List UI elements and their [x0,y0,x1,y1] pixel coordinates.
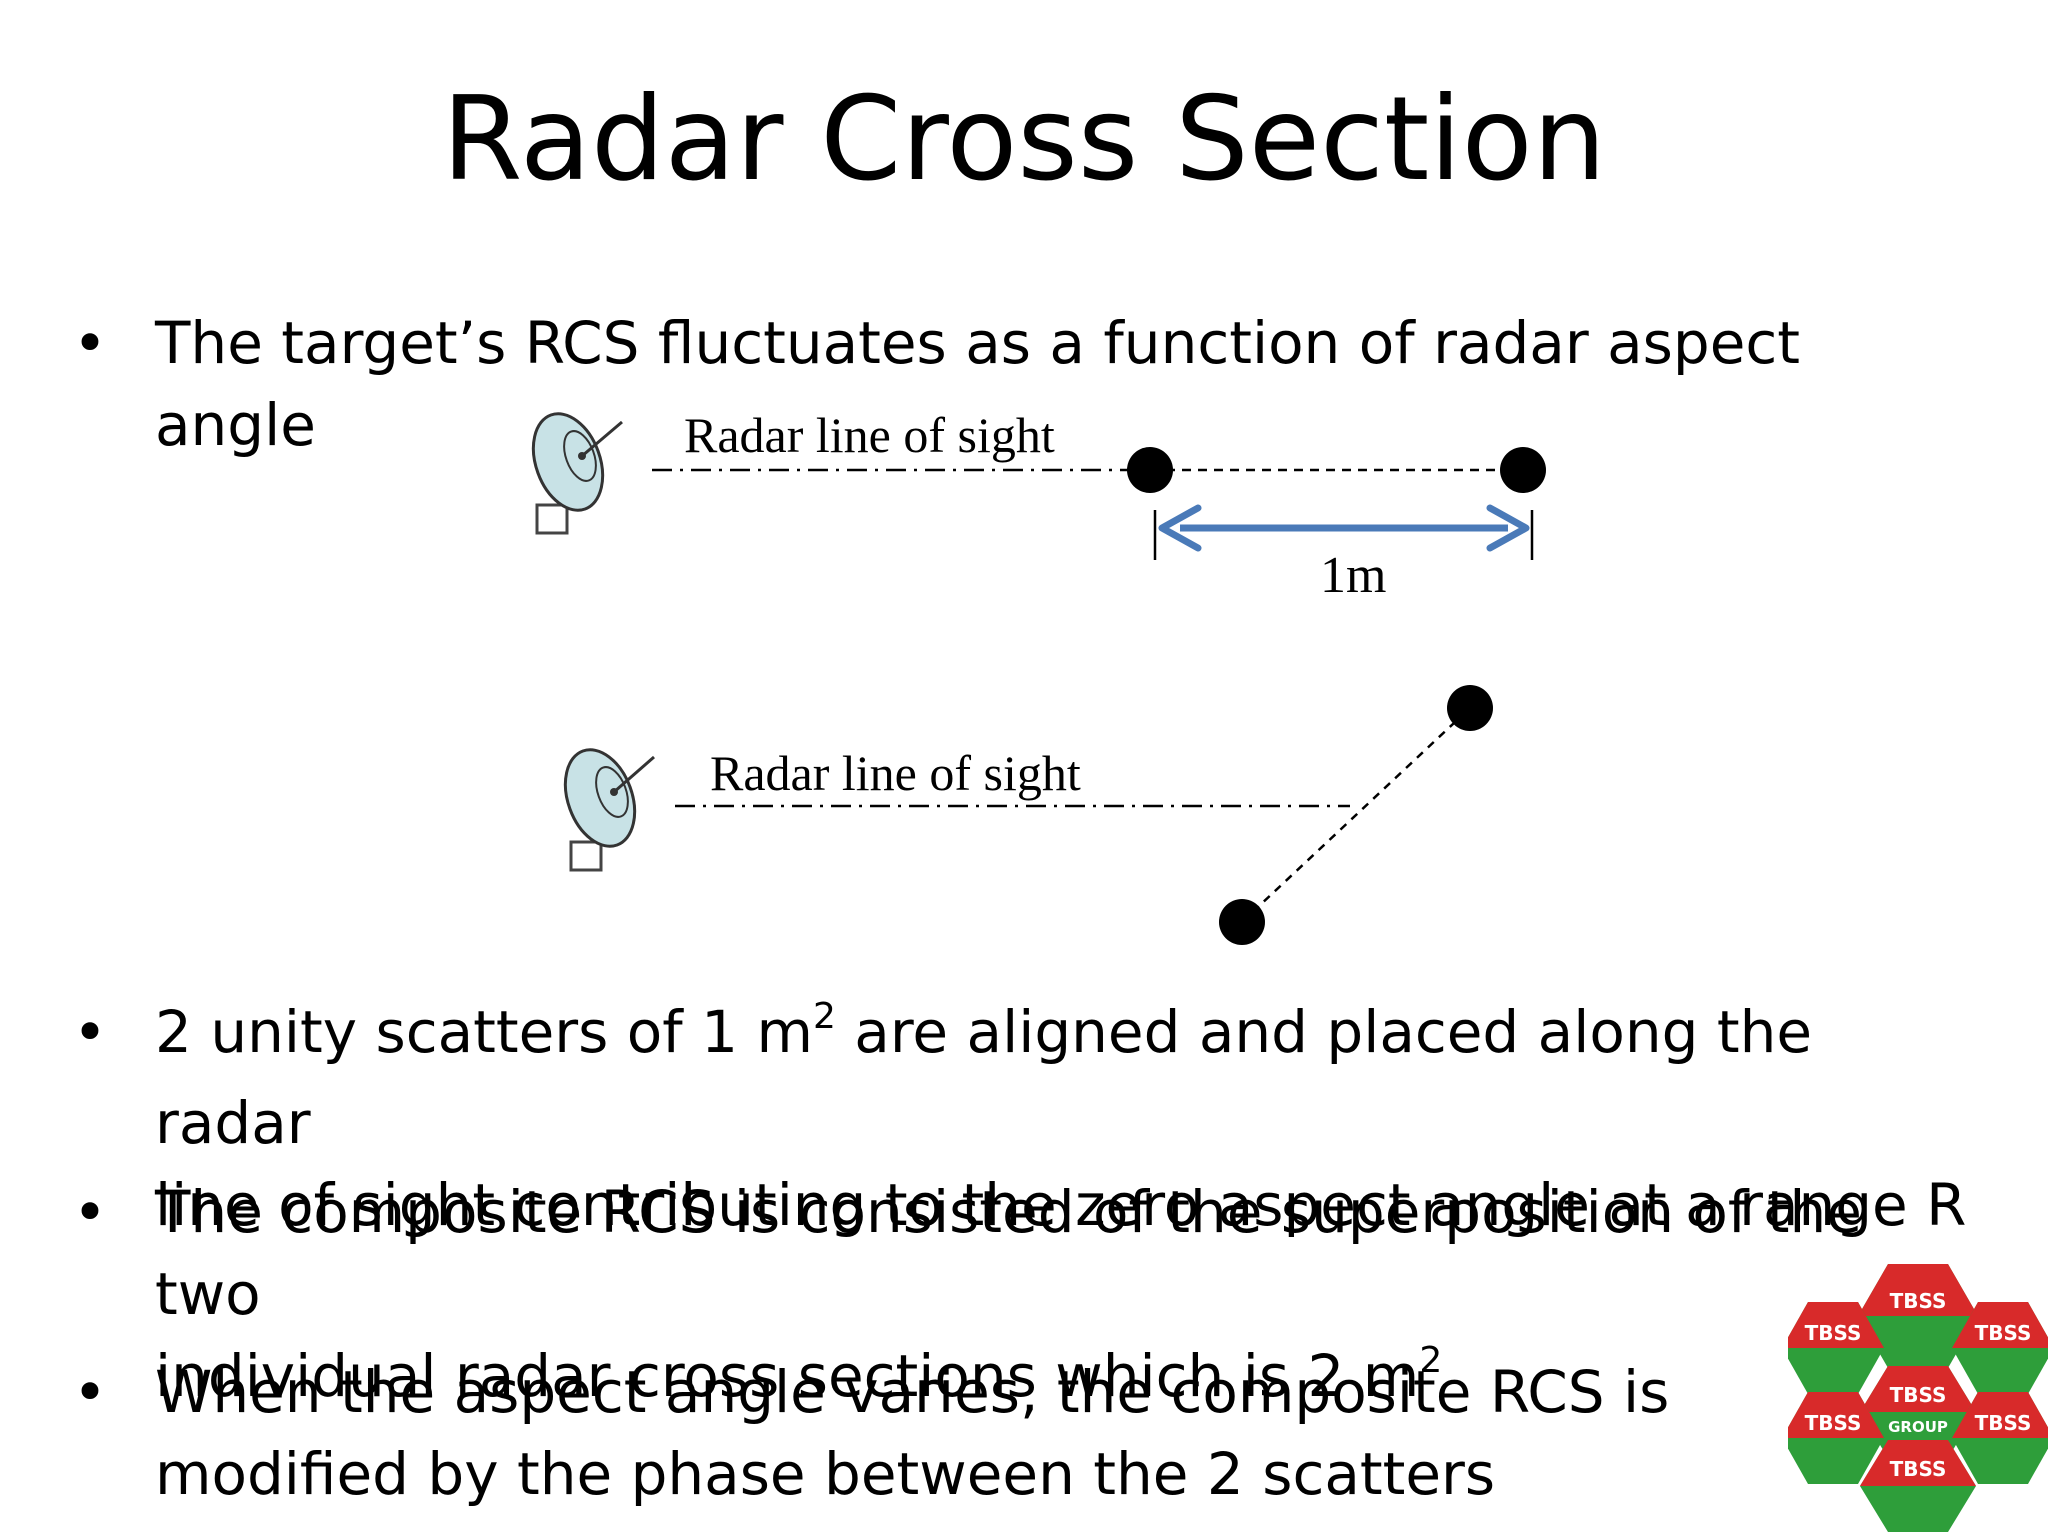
svg-text:TBSS: TBSS [1805,1321,1862,1345]
bullet-4-text: When the aspect angle varies, the compos… [155,1351,1970,1515]
bullet-4-line1: When the aspect angle varies, the compos… [155,1358,1670,1426]
svg-text:TBSS: TBSS [1975,1321,2032,1345]
svg-text:TBSS: TBSS [1975,1411,2032,1435]
bullet-1-text: The target’s RCS fluctuates as a functio… [155,309,1801,459]
scatterer-1 [1127,447,1173,493]
bullet-marker: • [72,1178,108,1246]
slide-title: Radar Cross Section [441,72,1607,207]
bullet-2: • 2 unity scatters of 1 m2 are aligned a… [70,991,1970,1246]
bullet-4: • When the aspect angle varies, the comp… [70,1351,1970,1515]
bullet-marker: • [72,1358,108,1426]
svg-text:TBSS: TBSS [1805,1411,1862,1435]
superscript: 2 [1419,1340,1443,1381]
distance-label: 1m [1320,547,1386,604]
svg-text:GROUP: GROUP [1888,1418,1948,1436]
bullet-3-line2: individual radar cross sections which is… [155,1342,1420,1410]
bullet-2-line2: line of sight contributing to the zero a… [155,1171,1967,1239]
scatterer-4 [1219,899,1265,945]
bullet-2-text: 2 unity scatters of 1 m2 are aligned and… [155,991,1970,1246]
radar-line-of-sight-label-top: Radar line of sight [684,407,1055,463]
rotated-separation-line [1241,707,1471,923]
tbss-group-logo: TBSS TBSS TBSS TBSS GROUP TBSS TBSS TBSS [1788,1264,2048,1532]
svg-text:TBSS: TBSS [1890,1383,1947,1407]
bullet-2-line1-end: are aligned and placed along the radar [155,998,1813,1157]
superscript: 2 [812,996,836,1037]
bullet-marker: • [72,998,108,1066]
scatterer-3 [1447,685,1493,731]
bullet-marker: • [72,309,108,377]
bullet-4-line2: modified by the phase between the 2 scat… [155,1440,1496,1508]
bullet-3: • The composite RCS is consisted of the … [70,1171,1970,1426]
bullet-1: • The target’s RCS fluctuates as a funct… [70,302,1970,466]
radar-dish-icon-bottom [563,748,655,872]
bullet-3-line1: The composite RCS is consisted of the su… [155,1178,1862,1328]
bullet-2-line1-start: 2 unity scatters of 1 m [155,998,813,1066]
svg-text:TBSS: TBSS [1890,1457,1947,1481]
svg-text:TBSS: TBSS [1890,1289,1947,1313]
radar-dish-icon-top [531,412,623,535]
radar-line-of-sight-label-bottom: Radar line of sight [710,745,1081,801]
scatterer-2 [1500,447,1546,493]
bullet-3-text: The composite RCS is consisted of the su… [155,1171,1970,1426]
distance-arrow [1153,504,1534,560]
